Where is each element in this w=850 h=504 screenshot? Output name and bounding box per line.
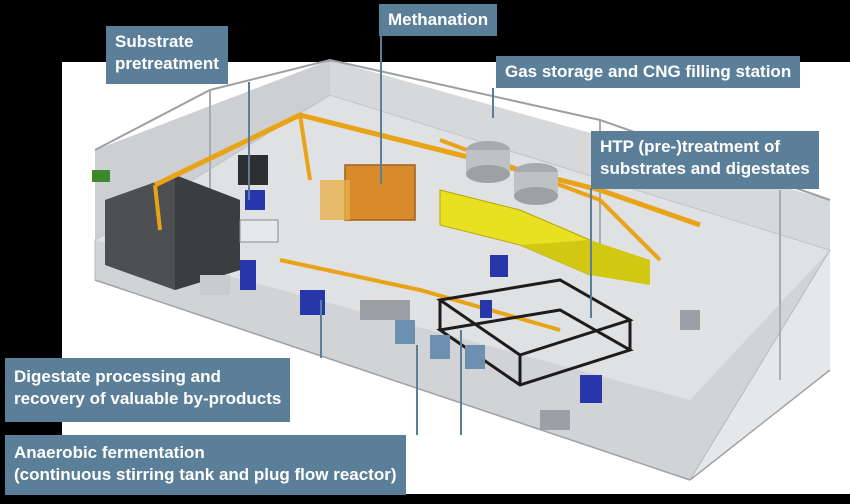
back-wall-right xyxy=(330,60,830,250)
htp-line-2: substrates and digestates xyxy=(600,159,810,178)
pipe-rack xyxy=(153,112,701,228)
substrate-pretreatment-line-2: pretreatment xyxy=(115,54,219,73)
front-wall xyxy=(95,240,830,480)
anaerobic-line-2: (continuous stirring tank and plug flow … xyxy=(14,465,397,484)
substrate-pretreatment-line-1: Substrate xyxy=(115,32,194,51)
fermenter-2 xyxy=(430,335,450,359)
callout-digestate: Digestate processing and recovery of val… xyxy=(5,358,291,422)
leader-anaerobic-2 xyxy=(460,330,462,435)
callout-substrate-pretreatment: Substrate pretreatment xyxy=(106,26,228,84)
anaerobic-line-1: Anaerobic fermentation xyxy=(14,443,205,462)
callout-anaerobic: Anaerobic fermentation (continuous stirr… xyxy=(5,435,406,495)
pretreatment-unit xyxy=(238,155,268,185)
leader-anaerobic-1 xyxy=(416,345,418,435)
digestate-line-1: Digestate processing and xyxy=(14,367,221,386)
fermenter-3 xyxy=(465,345,485,369)
fermenter-1 xyxy=(395,320,415,344)
leader-gas-storage xyxy=(492,88,494,118)
leader-methanation xyxy=(380,34,382,184)
leader-substrate-pretreatment xyxy=(248,82,250,200)
htp-line-1: HTP (pre-)treatment of xyxy=(600,137,781,156)
digestate-line-2: recovery of valuable by-products xyxy=(14,389,282,408)
leader-htp xyxy=(590,188,592,318)
callout-methanation: Methanation xyxy=(379,4,498,36)
blue-equipment xyxy=(245,190,265,210)
leader-digestate xyxy=(320,300,322,358)
methanation-label: Methanation xyxy=(388,10,489,29)
green-sign xyxy=(92,170,110,182)
callout-htp: HTP (pre-)treatment of substrates and di… xyxy=(591,131,819,189)
gas-storage-label: Gas storage and CNG filling station xyxy=(505,62,792,81)
callout-gas-storage: Gas storage and CNG filling station xyxy=(496,56,801,88)
